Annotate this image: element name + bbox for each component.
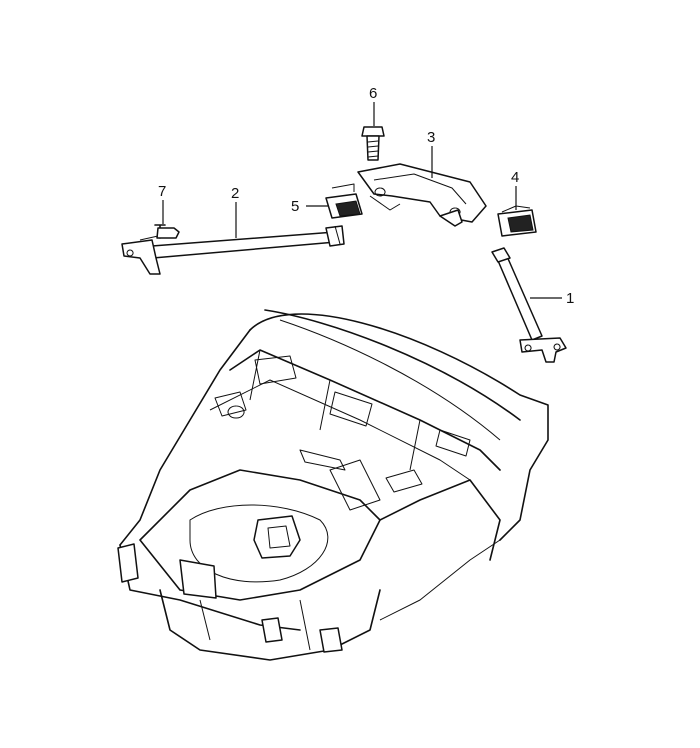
part-5-mount[interactable]: [325, 183, 363, 219]
callout-3: 3: [427, 129, 435, 146]
part-3-bracket[interactable]: [357, 163, 487, 227]
callout-2: 2: [231, 185, 239, 202]
callout-7: 7: [158, 183, 166, 200]
callout-4: 4: [511, 169, 519, 186]
part-6-bolt[interactable]: [361, 126, 385, 161]
callout-1: 1: [566, 290, 574, 307]
part-2-strut-bar[interactable]: [121, 225, 345, 275]
front-body-structure: [117, 309, 549, 661]
part-1-brace[interactable]: [491, 247, 567, 363]
leader-lines: [162, 102, 562, 299]
part-4-mount[interactable]: [497, 205, 537, 237]
part-7-bolt[interactable]: [139, 224, 180, 241]
callout-6: 6: [369, 85, 377, 102]
callout-5: 5: [291, 198, 299, 215]
